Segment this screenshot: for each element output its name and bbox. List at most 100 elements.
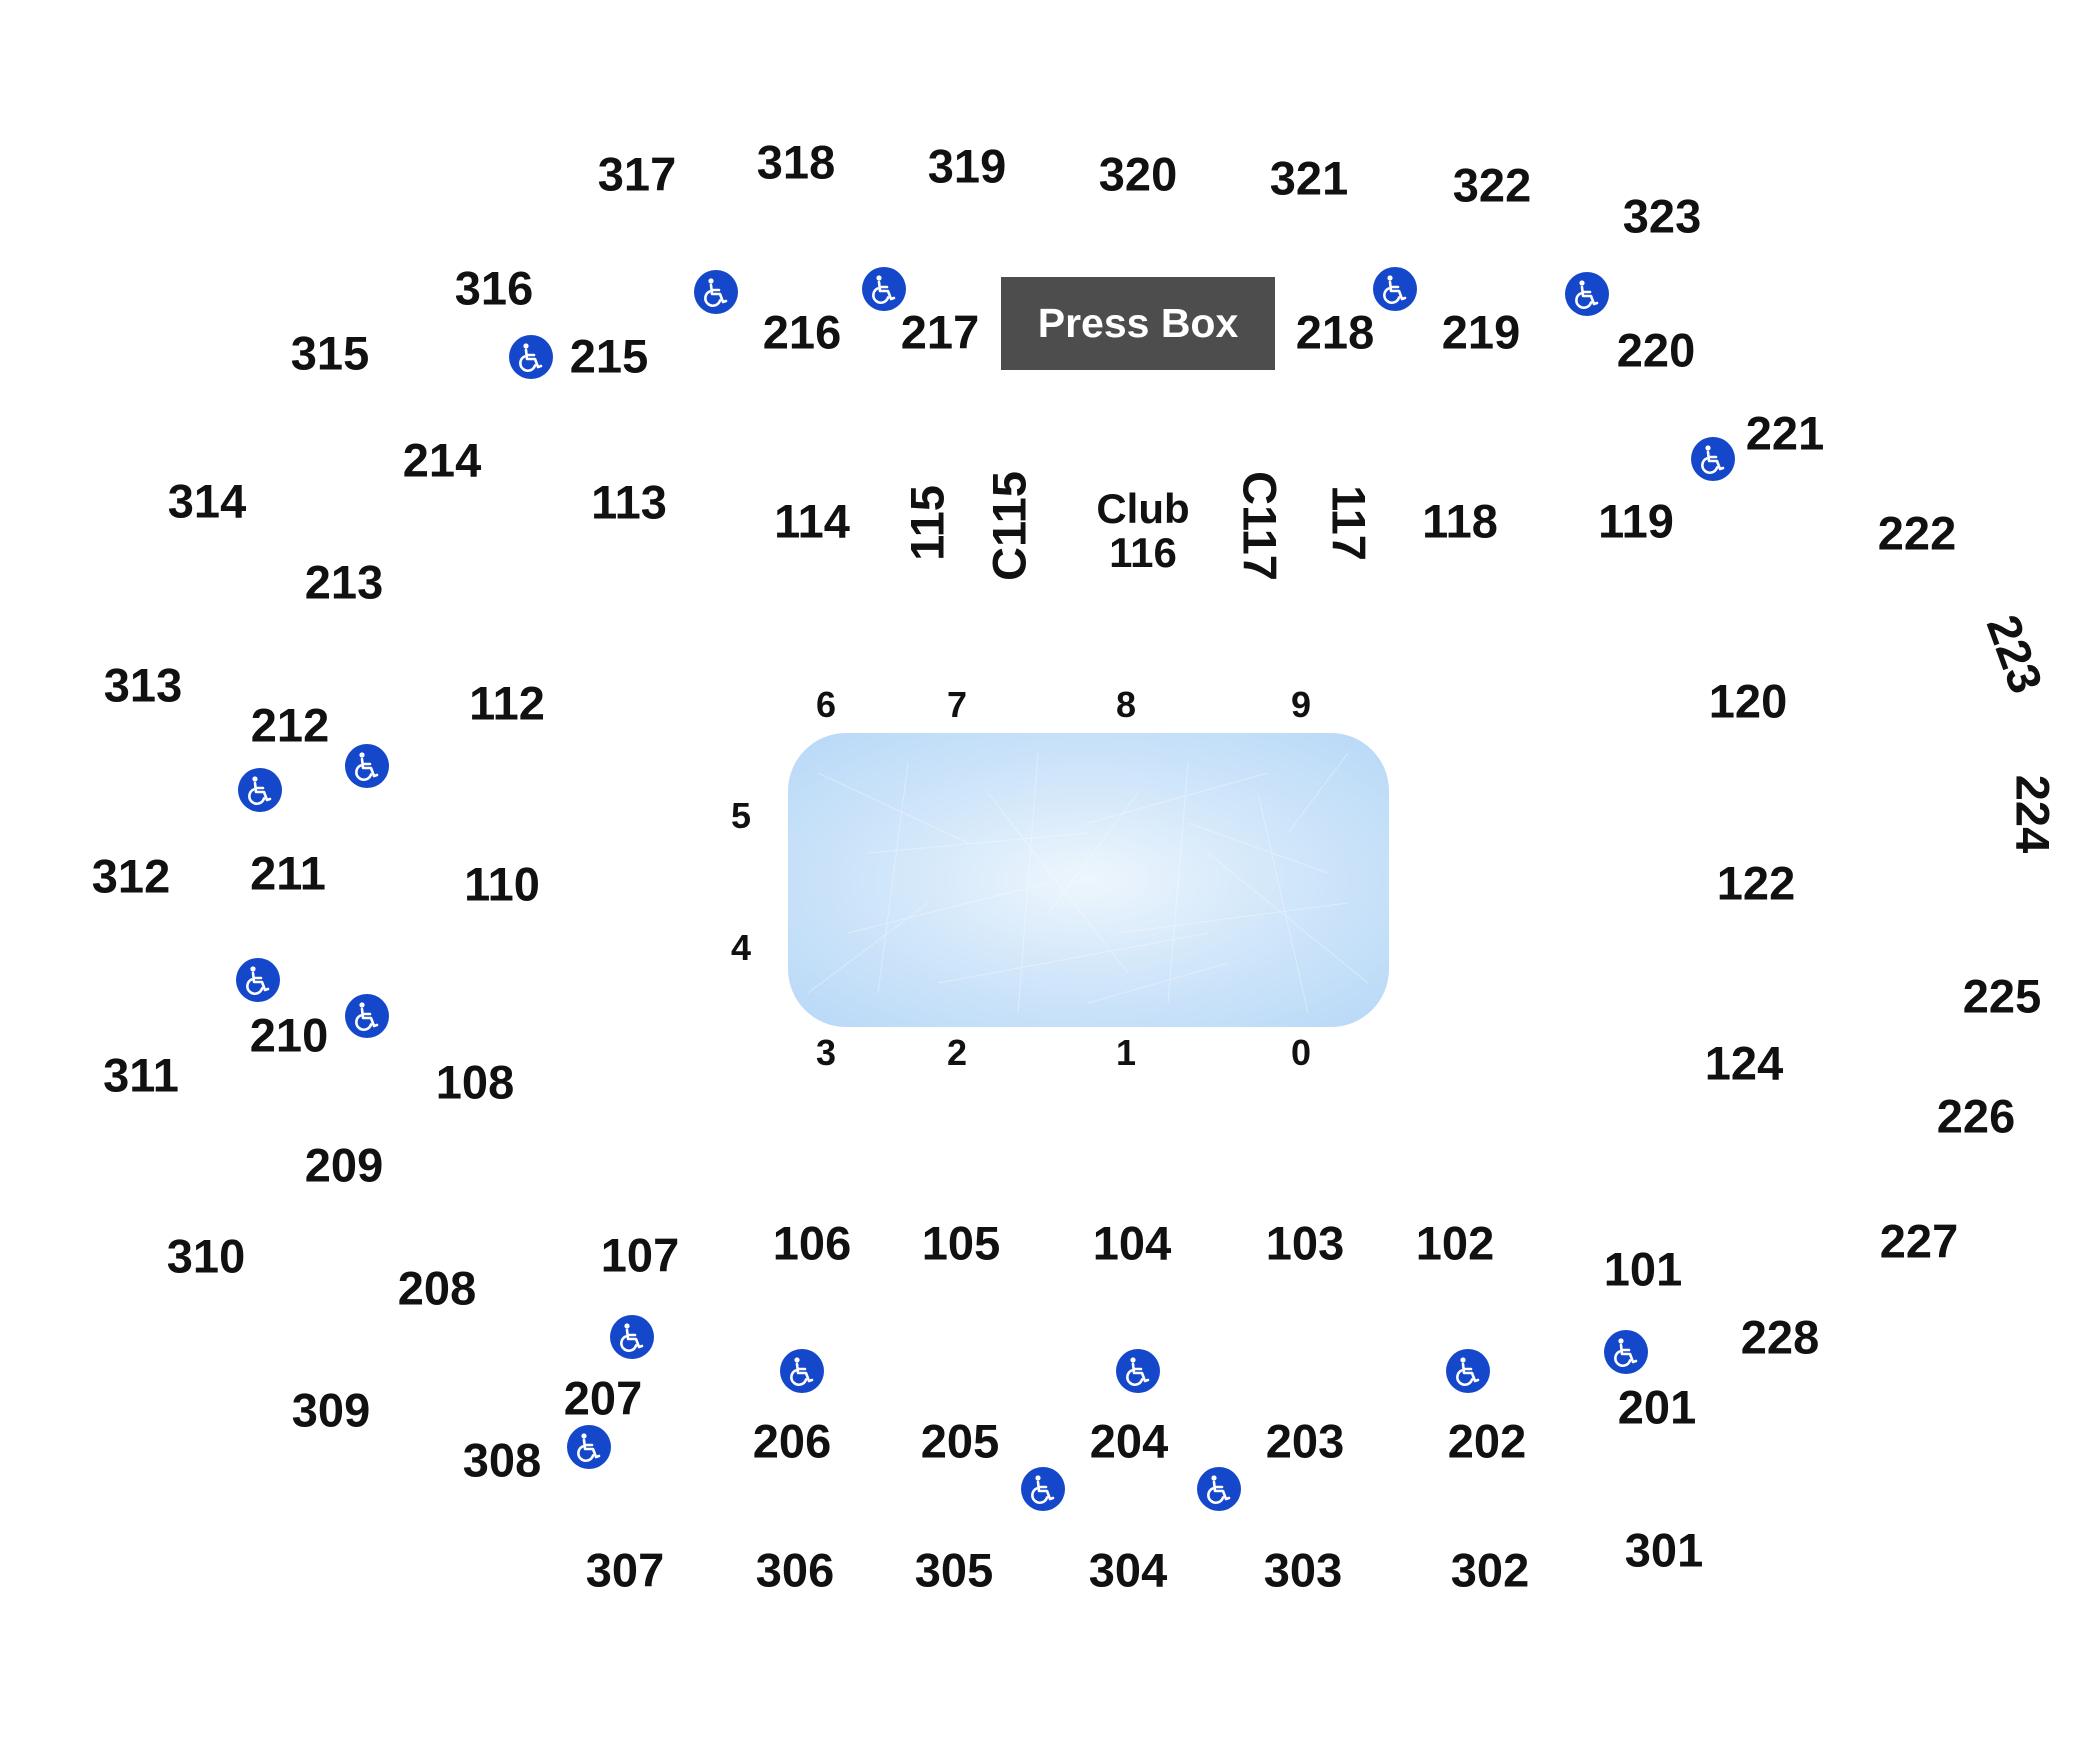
section-c117[interactable]: C117 bbox=[1233, 471, 1287, 581]
section-308[interactable]: 308 bbox=[462, 1433, 542, 1487]
section-223[interactable]: 223 bbox=[1976, 608, 2054, 700]
section-215[interactable]: 215 bbox=[569, 329, 649, 383]
section-202[interactable]: 202 bbox=[1447, 1414, 1527, 1468]
club-section-116[interactable]: Club 116 bbox=[1096, 486, 1189, 575]
section-216[interactable]: 216 bbox=[762, 305, 842, 359]
wheelchair-icon bbox=[1197, 1467, 1241, 1511]
wheelchair-icon bbox=[610, 1315, 654, 1359]
section-219[interactable]: 219 bbox=[1441, 305, 1521, 359]
section-107[interactable]: 107 bbox=[600, 1228, 680, 1282]
wheelchair-icon bbox=[1604, 1330, 1648, 1374]
section-224[interactable]: 224 bbox=[2006, 774, 2060, 854]
section-108[interactable]: 108 bbox=[435, 1055, 515, 1109]
rink-label-5: 5 bbox=[730, 795, 752, 836]
section-318[interactable]: 318 bbox=[756, 135, 836, 189]
section-110[interactable]: 110 bbox=[464, 857, 540, 911]
section-319[interactable]: 319 bbox=[927, 139, 1007, 193]
section-204[interactable]: 204 bbox=[1089, 1414, 1169, 1468]
rink-label-2: 2 bbox=[946, 1032, 968, 1073]
section-201[interactable]: 201 bbox=[1617, 1380, 1697, 1434]
rink-label-7: 7 bbox=[946, 684, 968, 725]
section-114[interactable]: 114 bbox=[774, 494, 850, 548]
section-106[interactable]: 106 bbox=[772, 1216, 852, 1270]
section-105[interactable]: 105 bbox=[921, 1216, 1001, 1270]
section-113[interactable]: 113 bbox=[591, 475, 667, 529]
ice-rink bbox=[788, 733, 1389, 1027]
wheelchair-icon bbox=[1565, 272, 1609, 316]
section-120[interactable]: 120 bbox=[1708, 674, 1788, 728]
section-101[interactable]: 101 bbox=[1603, 1242, 1683, 1296]
section-217[interactable]: 217 bbox=[900, 305, 980, 359]
wheelchair-icon bbox=[345, 744, 389, 788]
section-225[interactable]: 225 bbox=[1962, 969, 2042, 1023]
section-124[interactable]: 124 bbox=[1704, 1036, 1784, 1090]
wheelchair-icon bbox=[780, 1349, 824, 1393]
ice-texture bbox=[807, 752, 1369, 1014]
section-323[interactable]: 323 bbox=[1622, 189, 1702, 243]
wheelchair-icon bbox=[694, 270, 738, 314]
wheelchair-icon bbox=[1373, 267, 1417, 311]
section-119[interactable]: 119 bbox=[1598, 494, 1674, 548]
section-206[interactable]: 206 bbox=[752, 1414, 832, 1468]
section-311[interactable]: 311 bbox=[103, 1048, 179, 1102]
section-117[interactable]: 117 bbox=[1322, 485, 1376, 561]
section-209[interactable]: 209 bbox=[304, 1138, 384, 1192]
rink-label-0: 0 bbox=[1290, 1032, 1312, 1073]
section-321[interactable]: 321 bbox=[1269, 151, 1349, 205]
section-207[interactable]: 207 bbox=[563, 1371, 643, 1425]
wheelchair-icon bbox=[1446, 1349, 1490, 1393]
rink-label-1: 1 bbox=[1115, 1032, 1137, 1073]
section-315[interactable]: 315 bbox=[290, 326, 370, 380]
section-317[interactable]: 317 bbox=[597, 147, 677, 201]
section-226[interactable]: 226 bbox=[1936, 1089, 2016, 1143]
wheelchair-icon bbox=[1691, 437, 1735, 481]
section-118[interactable]: 118 bbox=[1422, 494, 1498, 548]
wheelchair-icon bbox=[1021, 1467, 1065, 1511]
rink-label-6: 6 bbox=[815, 684, 837, 725]
section-218[interactable]: 218 bbox=[1295, 305, 1375, 359]
rink-label-8: 8 bbox=[1115, 684, 1137, 725]
section-320[interactable]: 320 bbox=[1098, 147, 1178, 201]
section-302[interactable]: 302 bbox=[1450, 1543, 1530, 1597]
section-305[interactable]: 305 bbox=[914, 1543, 994, 1597]
section-227[interactable]: 227 bbox=[1879, 1214, 1959, 1268]
wheelchair-icon bbox=[238, 768, 282, 812]
section-313[interactable]: 313 bbox=[103, 658, 183, 712]
section-205[interactable]: 205 bbox=[920, 1414, 1000, 1468]
section-222[interactable]: 222 bbox=[1877, 506, 1957, 560]
section-211[interactable]: 211 bbox=[250, 846, 326, 900]
wheelchair-icon bbox=[862, 267, 906, 311]
section-208[interactable]: 208 bbox=[397, 1261, 477, 1315]
section-104[interactable]: 104 bbox=[1092, 1216, 1172, 1270]
rink-label-4: 4 bbox=[730, 927, 752, 968]
section-122[interactable]: 122 bbox=[1716, 856, 1796, 910]
section-213[interactable]: 213 bbox=[304, 555, 384, 609]
section-214[interactable]: 214 bbox=[402, 433, 482, 487]
rink-label-3: 3 bbox=[815, 1032, 837, 1073]
section-102[interactable]: 102 bbox=[1415, 1216, 1495, 1270]
section-220[interactable]: 220 bbox=[1616, 323, 1696, 377]
section-228[interactable]: 228 bbox=[1740, 1310, 1820, 1364]
wheelchair-icon bbox=[1116, 1349, 1160, 1393]
section-307[interactable]: 307 bbox=[585, 1543, 665, 1597]
section-112[interactable]: 112 bbox=[469, 676, 545, 730]
section-303[interactable]: 303 bbox=[1263, 1543, 1343, 1597]
section-314[interactable]: 314 bbox=[167, 474, 247, 528]
section-306[interactable]: 306 bbox=[755, 1543, 835, 1597]
section-310[interactable]: 310 bbox=[166, 1229, 246, 1283]
section-c115[interactable]: C115 bbox=[982, 471, 1036, 581]
section-309[interactable]: 309 bbox=[291, 1383, 371, 1437]
section-115[interactable]: 115 bbox=[900, 485, 954, 561]
section-210[interactable]: 210 bbox=[249, 1008, 329, 1062]
section-312[interactable]: 312 bbox=[91, 849, 171, 903]
section-103[interactable]: 103 bbox=[1265, 1216, 1345, 1270]
section-301[interactable]: 301 bbox=[1624, 1523, 1704, 1577]
section-212[interactable]: 212 bbox=[250, 698, 330, 752]
section-221[interactable]: 221 bbox=[1745, 406, 1825, 460]
section-304[interactable]: 304 bbox=[1088, 1543, 1168, 1597]
wheelchair-icon bbox=[509, 335, 553, 379]
section-316[interactable]: 316 bbox=[454, 261, 534, 315]
section-203[interactable]: 203 bbox=[1265, 1414, 1345, 1468]
section-322[interactable]: 322 bbox=[1452, 158, 1532, 212]
